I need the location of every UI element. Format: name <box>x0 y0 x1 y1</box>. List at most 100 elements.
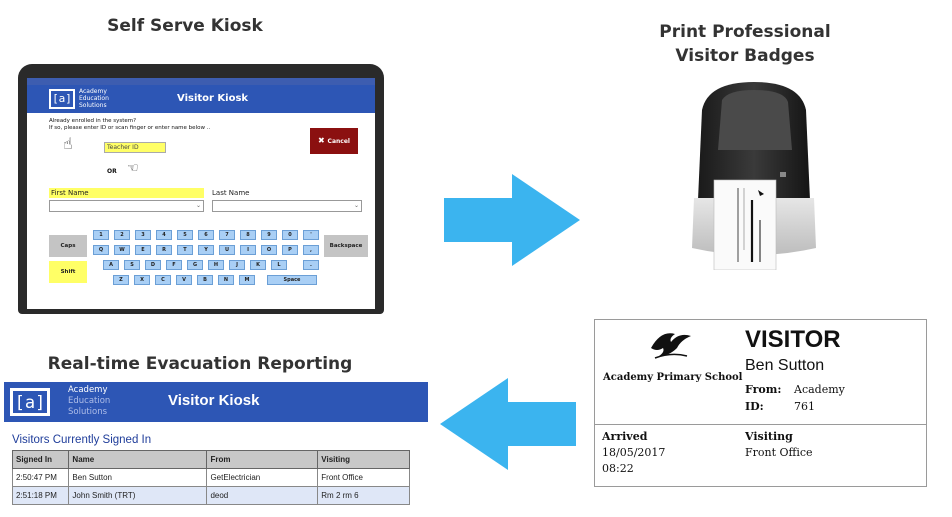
keyboard-key[interactable]: L <box>271 260 287 270</box>
heading-self-serve-kiosk: Self Serve Kiosk <box>107 16 263 36</box>
first-name-dropdown[interactable]: ⌄ <box>49 200 204 212</box>
keyboard-key[interactable]: X <box>134 275 150 285</box>
table-header-row: Signed In Name From Visiting <box>11 450 410 469</box>
keyboard-key[interactable]: M <box>239 275 255 285</box>
keyboard-key[interactable]: J <box>229 260 245 270</box>
keyboard-key[interactable]: 6 <box>198 230 214 240</box>
keyboard-key[interactable]: P <box>282 245 298 255</box>
pointing-hand-icon: ☜ <box>127 161 139 176</box>
arrow-right-icon <box>444 174 580 266</box>
kiosk-prompt-1: Already enrolled in the system? <box>49 118 137 124</box>
keyboard-key[interactable]: K <box>250 260 266 270</box>
keyboard-key[interactable]: T <box>177 245 193 255</box>
column-header-visiting[interactable]: Visiting <box>317 450 410 469</box>
keyboard-key[interactable]: 4 <box>156 230 172 240</box>
keyboard-key[interactable]: 8 <box>240 230 256 240</box>
keyboard-key[interactable]: R <box>156 245 172 255</box>
cell-name: Ben Sutton <box>68 468 208 487</box>
column-header-from[interactable]: From <box>206 450 319 469</box>
keyboard-key[interactable]: B <box>197 275 213 285</box>
cancel-button[interactable]: ✖ Cancel <box>310 128 358 154</box>
heading-print-badges-line2: Visitor Badges <box>675 46 815 66</box>
keyboard-key[interactable]: Y <box>198 245 214 255</box>
academy-logo-icon: [a] <box>10 388 50 416</box>
badge-visitor-name: Ben Sutton <box>745 357 825 374</box>
evacuation-report: [a] Academy Education Solutions Visitor … <box>4 382 428 514</box>
keyboard-key[interactable]: 5 <box>177 230 193 240</box>
visitor-badge: Academy Primary School VISITOR Ben Sutto… <box>594 319 927 487</box>
keyboard-key[interactable]: N <box>218 275 234 285</box>
table-row[interactable]: 2:50:47 PM Ben Sutton GetElectrician Fro… <box>11 468 410 487</box>
badge-id-label: ID: <box>745 400 764 413</box>
badge-from-label: From: <box>745 383 782 396</box>
keyboard-key[interactable]: H <box>208 260 224 270</box>
keyboard-key[interactable]: U <box>219 245 235 255</box>
keyboard-key[interactable]: F <box>166 260 182 270</box>
badge-visiting-label: Visiting <box>745 430 793 443</box>
report-logo-line1: Academy <box>68 385 108 395</box>
keyboard-key[interactable]: , <box>303 245 319 255</box>
report-logo-line3: Solutions <box>68 407 108 417</box>
finger-scan-icon[interactable]: ☝ <box>63 134 73 153</box>
badge-school-name: Academy Primary School <box>603 372 743 383</box>
report-header: [a] Academy Education Solutions Visitor … <box>4 382 428 422</box>
cell-from: deod <box>206 486 319 505</box>
column-header-signed-in[interactable]: Signed In <box>11 450 70 469</box>
shift-key[interactable]: Shift <box>49 261 87 283</box>
badge-visitor-label: VISITOR <box>745 326 841 353</box>
id-input[interactable]: Teacher ID <box>104 142 166 153</box>
keyboard-key[interactable]: A <box>103 260 119 270</box>
visitors-table: Signed In Name From Visiting 2:50:47 PM … <box>11 450 410 505</box>
keyboard-key[interactable]: 3 <box>135 230 151 240</box>
badge-arrived-time: 08:22 <box>602 462 634 475</box>
heading-print-badges: Print Professional Visitor Badges <box>640 20 850 68</box>
badge-id-value: 761 <box>794 400 815 413</box>
caps-key[interactable]: Caps <box>49 235 87 257</box>
kiosk-logo-line1: Academy <box>79 88 107 95</box>
space-key[interactable]: Space <box>267 275 317 285</box>
cell-name: John Smith (TRT) <box>68 486 208 505</box>
keyboard-key[interactable]: 9 <box>261 230 277 240</box>
heading-evacuation: Real-time Evacuation Reporting <box>47 354 353 374</box>
keyboard-key[interactable]: 0 <box>282 230 298 240</box>
arrow-left-icon <box>440 378 576 470</box>
keyboard-key[interactable]: E <box>135 245 151 255</box>
kiosk-header: [a] Academy Education Solutions Visitor … <box>27 85 375 113</box>
last-name-label: Last Name <box>212 189 250 197</box>
academy-logo-icon: [a] <box>49 89 75 109</box>
cell-from: GetElectrician <box>206 468 319 487</box>
keyboard-key[interactable]: C <box>155 275 171 285</box>
chevron-down-icon: ⌄ <box>353 202 359 209</box>
badge-arrived-label: Arrived <box>602 430 648 443</box>
keyboard-key[interactable]: Q <box>93 245 109 255</box>
last-name-dropdown[interactable]: ⌄ <box>212 200 362 212</box>
keyboard-key[interactable]: 2 <box>114 230 130 240</box>
kiosk-logo-text: Academy Education Solutions <box>79 88 109 109</box>
keyboard-key[interactable]: O <box>261 245 277 255</box>
report-logo-line2: Education <box>68 396 111 406</box>
first-name-label: First Name <box>49 188 204 198</box>
keyboard-key[interactable]: ' <box>303 230 319 240</box>
chevron-down-icon: ⌄ <box>195 202 201 209</box>
report-title: Visitor Kiosk <box>168 392 260 409</box>
cell-visiting: Front Office <box>317 468 410 487</box>
keyboard-key[interactable]: I <box>240 245 256 255</box>
keyboard-key[interactable]: 7 <box>219 230 235 240</box>
keyboard-key[interactable]: S <box>124 260 140 270</box>
keyboard-key[interactable]: . <box>303 260 319 270</box>
keyboard-key[interactable]: D <box>145 260 161 270</box>
keyboard-key[interactable]: 1 <box>93 230 109 240</box>
backspace-key[interactable]: Backspace <box>324 235 368 257</box>
table-row[interactable]: 2:51:18 PM John Smith (TRT) deod Rm 2 rm… <box>11 486 410 505</box>
kiosk-title: Visitor Kiosk <box>177 93 249 104</box>
keyboard-key[interactable]: W <box>114 245 130 255</box>
badge-from-value: Academy <box>794 383 845 396</box>
or-label: OR <box>107 168 117 175</box>
report-subtitle: Visitors Currently Signed In <box>12 434 152 446</box>
kiosk-screen: [a] Academy Education Solutions Visitor … <box>27 78 375 309</box>
keyboard-key[interactable]: Z <box>113 275 129 285</box>
kiosk-prompt-2: If so, please enter ID or scan finger or… <box>49 125 211 131</box>
keyboard-key[interactable]: V <box>176 275 192 285</box>
keyboard-key[interactable]: G <box>187 260 203 270</box>
column-header-name[interactable]: Name <box>68 450 208 469</box>
